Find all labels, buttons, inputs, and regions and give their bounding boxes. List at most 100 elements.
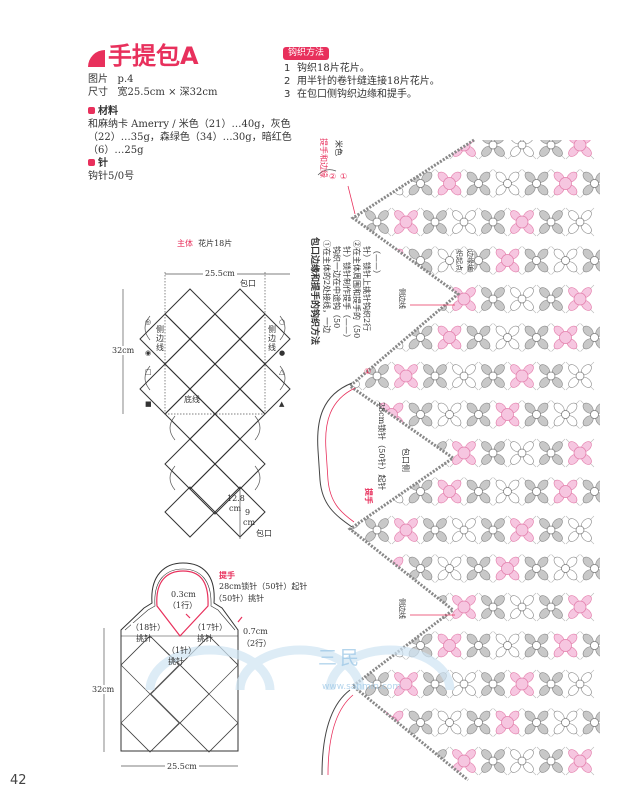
chart-flower-motif — [507, 361, 537, 391]
chart-stitch-motif — [435, 554, 464, 583]
chart-stitch-motif — [478, 515, 508, 545]
chart-stitch-motif — [478, 669, 508, 699]
chart-stitch-motif — [464, 631, 493, 660]
chart-stitch-motif — [350, 708, 377, 737]
chart-flower-motif — [435, 477, 464, 506]
chart-stitch-motif — [580, 323, 600, 352]
bag-edge: 0.7cm — [243, 627, 268, 636]
chart-stitch-motif — [536, 515, 566, 545]
chart-marker-2: ② — [329, 172, 337, 181]
chart-top-label: 提手和边缘 — [319, 138, 328, 178]
chart-stitch-motif — [522, 323, 551, 352]
chart-stitch-motif — [420, 284, 450, 314]
chart-flower-motif — [391, 207, 421, 237]
chart-top-color: 米色 — [334, 140, 343, 156]
chart-side-line: 侧边线 — [398, 598, 406, 619]
materials-heading-text: 材料 — [98, 106, 118, 117]
chart-flower-motif — [350, 592, 363, 622]
dim-b-unit: cm — [243, 518, 256, 527]
size-value: 宽25.5cm × 深32cm — [117, 87, 218, 98]
materials-line: （22）…35g，森绿色（34）…30g，暗红色 — [88, 132, 292, 143]
chart-edge-start: 边缘编 — [465, 250, 474, 271]
chart-stitch-motif — [464, 477, 493, 506]
materials-line: （6）…25g — [88, 145, 144, 156]
body-height: 32cm — [112, 346, 135, 355]
body-title-count: 花片18片 — [198, 239, 233, 248]
chart-stitch-motif — [536, 592, 566, 622]
chart-stitch-motif — [420, 207, 450, 237]
chart-stitch-motif — [536, 207, 566, 237]
chart-flower-motif — [565, 438, 595, 468]
bag-right-pick-label: 挑针 — [197, 634, 213, 643]
chart-instruction-line: ①在主体的2处接线，一边 — [322, 240, 331, 334]
chart-flower-motif — [507, 515, 537, 545]
chart-stitch-motif — [507, 438, 537, 468]
chart-instruction-line: 钩织一边在中途钩（50 — [332, 246, 341, 329]
chart-stitch-motif — [362, 746, 392, 776]
chart-instructions-title: 包口边缘和提手的钩织方法 — [309, 237, 319, 346]
bag-thickness-rows: （1行） — [168, 601, 198, 610]
bag-motif-square — [120, 693, 180, 753]
chart-flower-motif — [493, 400, 522, 429]
motif-square — [189, 363, 241, 415]
chart-flower-motif — [449, 592, 479, 622]
title-quarter-circle-icon — [88, 50, 105, 67]
chart-stitch-motif — [449, 669, 479, 699]
chart-flower-motif — [551, 169, 580, 198]
chart-stitch-motif — [464, 169, 493, 198]
bullet-icon — [88, 159, 95, 166]
chart-stitch-motif — [350, 169, 377, 198]
chart-stitch-motif — [536, 669, 566, 699]
chart-flower-motif — [493, 708, 522, 737]
step-text: 在包口侧钩织边缘和提手。 — [297, 89, 417, 100]
chart-flower-motif — [551, 477, 580, 506]
side-line-left: 侧边线 — [156, 325, 164, 352]
side-line-right: 侧边线 — [268, 325, 276, 352]
chart-flower-motif — [551, 323, 580, 352]
chart-stitch-motif — [377, 631, 406, 660]
page-number: 42 — [10, 773, 27, 788]
marker: ○ — [279, 318, 286, 326]
chart-flower-motif — [391, 361, 421, 391]
body-opening-bottom: 包口 — [256, 529, 272, 538]
chart-stitch-motif — [406, 477, 435, 506]
chart-stitch-motif — [449, 515, 479, 545]
chart-stitch-motif — [478, 284, 508, 314]
bag-motif-edge — [120, 722, 239, 753]
chart-stitch-motif — [493, 477, 522, 506]
chart-flower-motif — [377, 246, 406, 275]
chart-stitch-motif — [580, 631, 600, 660]
method-badge: 钩织方法 — [283, 47, 330, 60]
chart-stitch-motif — [464, 708, 493, 737]
motif-square — [214, 438, 266, 490]
page-title: 手提包A — [108, 42, 199, 70]
chart-stitch-motif — [565, 515, 595, 545]
materials-heading: 材料 — [88, 106, 118, 118]
chart-stitch-motif — [580, 708, 600, 737]
marker: ▲ — [279, 400, 285, 408]
chart-stitch-motif — [536, 284, 566, 314]
chart-stitch-motif — [478, 140, 508, 160]
chart-stitch-motif — [464, 554, 493, 583]
body-diagram-title: 主体 花片18片 — [177, 239, 232, 248]
chart-stitch-motif — [362, 207, 392, 237]
chart-handle-label: 提手 — [364, 488, 373, 504]
chart-stitch-motif — [551, 246, 580, 275]
chart-stitch-motif — [493, 169, 522, 198]
motif-square — [189, 313, 241, 365]
chart-stitch-motif — [580, 400, 600, 429]
chart-stitch-motif — [478, 361, 508, 391]
chart-stitch-motif — [406, 323, 435, 352]
chart-stitch-motif — [406, 400, 435, 429]
chart-flower-motif — [435, 323, 464, 352]
motif-square — [164, 288, 216, 340]
chart-stitch-motif — [522, 631, 551, 660]
chart-stitch-motif — [350, 554, 377, 583]
chart-stitch-motif — [565, 207, 595, 237]
chart-opening-side: 包口侧 — [401, 448, 410, 472]
bag-handle-chain: 28cm锁针（50针）起针 — [219, 582, 308, 591]
chart-stitch-motif — [507, 284, 537, 314]
bag-edge-rows: （2行） — [242, 639, 272, 648]
